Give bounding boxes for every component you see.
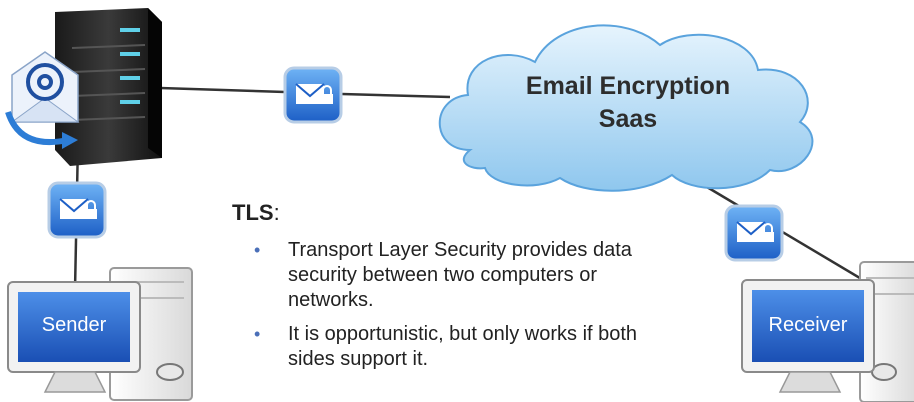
tls-heading: TLS: <box>232 200 692 226</box>
tls-bullet: • Transport Layer Security provides data… <box>232 238 688 313</box>
envelope-lock-icon <box>47 181 107 239</box>
receiver-label: Receiver <box>768 314 848 336</box>
email-server-icon <box>55 8 162 166</box>
sender-label: Sender <box>41 314 107 336</box>
desktop-computer-icon <box>7 267 193 401</box>
cloud-label: Email Encryption Saas <box>478 70 778 136</box>
envelope-lock-icon <box>283 66 343 124</box>
tls-bullet-text: Transport Layer Security provides data s… <box>288 239 632 311</box>
bullet-icon: • <box>254 324 261 344</box>
cloud-label-line2: Saas <box>598 105 658 133</box>
desktop-computer-icon <box>741 261 914 402</box>
tls-heading-bold: TLS <box>232 200 274 225</box>
at-sign-icon <box>5 51 80 149</box>
bullet-icon: • <box>254 240 261 260</box>
tls-bullet: • It is opportunistic, but only works if… <box>232 322 688 372</box>
badge-to-cloud-line <box>341 92 451 99</box>
tls-description: TLS: • Transport Layer Security provides… <box>232 200 692 381</box>
cloud-label-line1: Email Encryption <box>525 72 731 100</box>
cloud-icon <box>438 24 814 192</box>
tls-bullet-text: It is opportunistic, but only works if b… <box>288 323 638 370</box>
server-to-badge-line <box>159 86 286 94</box>
envelope-lock-icon <box>724 204 784 262</box>
tls-heading-colon: : <box>273 200 280 225</box>
